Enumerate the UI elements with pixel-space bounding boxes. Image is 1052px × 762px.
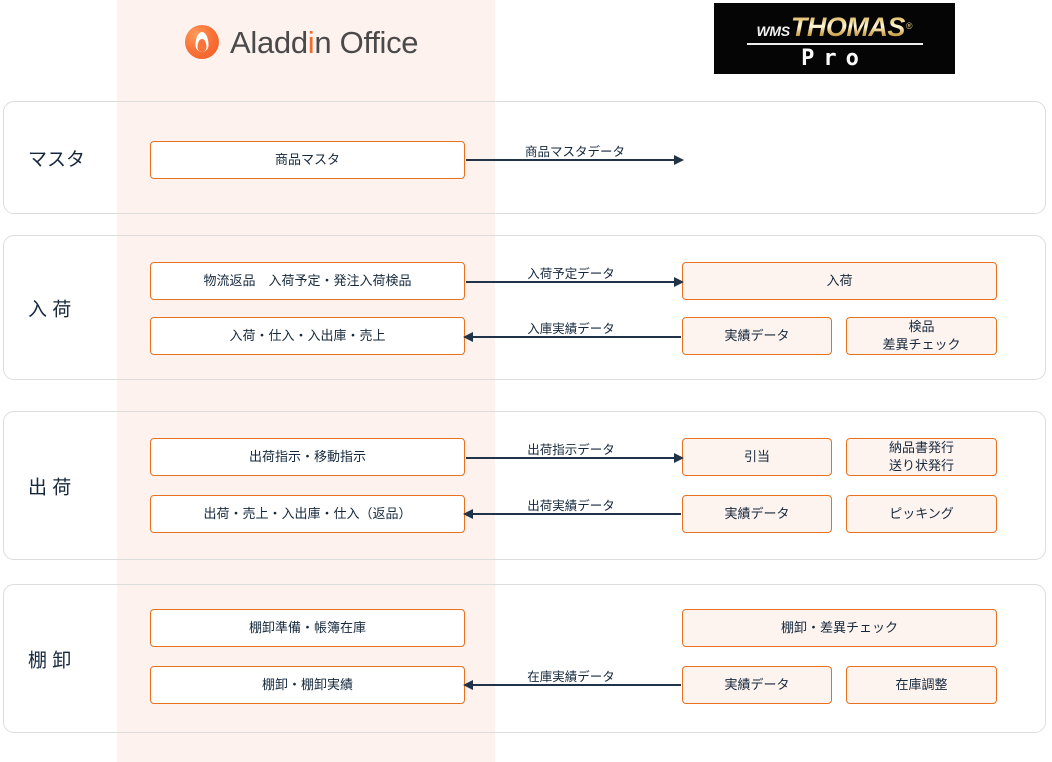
box-label: 棚卸・棚卸実績 <box>261 677 353 693</box>
data-flow-arrow-outbound-1 <box>466 453 684 463</box>
wms-box-stocktake-2: 実績データ <box>682 666 832 704</box>
aladdin-box-outbound-1: 出荷指示・移動指示 <box>150 438 465 476</box>
wms-box-outbound-4: ピッキング <box>846 495 997 533</box>
data-flow-label-outbound-2: 出荷実績データ <box>527 499 615 513</box>
wms-box-outbound-3: 実績データ <box>682 495 832 533</box>
wms-box-outbound-2: 納品書発行送り状発行 <box>846 438 997 476</box>
thomas-main-text: THOMAS <box>790 12 906 42</box>
wms-box-outbound-1: 引当 <box>682 438 832 476</box>
row-label-stocktake: 棚 卸 <box>28 650 72 671</box>
process-row-stocktake: 棚 卸 <box>3 584 1046 733</box>
data-flow-label-inbound-1: 入荷予定データ <box>527 267 615 281</box>
box-label: 実績データ <box>724 328 790 344</box>
aladdin-box-outbound-2: 出荷・売上・入出庫・仕入（返品） <box>150 495 465 533</box>
wms-box-inbound-3: 検品差異チェック <box>846 317 997 355</box>
box-label: 物流返品 入荷予定・発注入荷検品 <box>203 273 412 289</box>
data-flow-arrow-stocktake-1 <box>463 680 681 690</box>
data-flow-label-master-1: 商品マスタデータ <box>524 145 625 159</box>
thomas-pro-text: Pro <box>801 46 868 71</box>
box-label: 棚卸準備・帳簿在庫 <box>248 620 366 636</box>
process-row-inbound: 入 荷 <box>3 235 1046 380</box>
aladdin-box-inbound-1: 物流返品 入荷予定・発注入荷検品 <box>150 262 465 300</box>
process-row-master: マスタ <box>3 101 1046 214</box>
box-label: 在庫調整 <box>895 677 948 693</box>
wms-box-inbound-2: 実績データ <box>682 317 832 355</box>
box-label: 納品書発行送り状発行 <box>888 440 954 473</box>
box-label: 出荷・売上・入出庫・仕入（返品） <box>203 506 412 522</box>
aladdin-box-inbound-2: 入荷・仕入・入出庫・売上 <box>150 317 465 355</box>
wms-box-stocktake-3: 在庫調整 <box>846 666 997 704</box>
wms-box-inbound-1: 入荷 <box>682 262 997 300</box>
aladdin-word-part-i: i <box>307 24 315 60</box>
thomas-wms-text: WMS <box>756 23 791 39</box>
aladdin-word-part-a: Aladd <box>230 24 308 60</box>
aladdin-word-part-b: n Office <box>314 24 419 60</box>
data-flow-label-outbound-1: 出荷指示データ <box>527 443 615 457</box>
box-label: 商品マスタ <box>274 152 340 168</box>
data-flow-arrow-inbound-1 <box>466 277 684 287</box>
aladdin-flame-icon <box>185 25 219 59</box>
row-label-outbound: 出 荷 <box>28 477 72 498</box>
box-label: 引当 <box>743 449 770 465</box>
data-flow-arrow-master-1 <box>466 155 684 165</box>
registered-mark-icon: ® <box>905 21 913 31</box>
aladdin-box-stocktake-1: 棚卸準備・帳簿在庫 <box>150 609 465 647</box>
box-label: 棚卸・差異チェック <box>780 620 898 636</box>
box-label: ピッキング <box>889 506 954 522</box>
box-label: 実績データ <box>724 677 790 693</box>
box-label: 出荷指示・移動指示 <box>248 449 366 465</box>
data-flow-arrow-outbound-2 <box>463 509 681 519</box>
data-flow-label-inbound-2: 入庫実績データ <box>527 322 615 336</box>
data-flow-label-stocktake-1: 在庫実績データ <box>527 670 615 684</box>
wms-box-stocktake-1: 棚卸・差異チェック <box>682 609 997 647</box>
aladdin-box-master-1: 商品マスタ <box>150 141 465 179</box>
aladdin-box-stocktake-2: 棚卸・棚卸実績 <box>150 666 465 704</box>
aladdin-office-logo: Aladdin Office <box>185 20 419 64</box>
box-label: 入荷・仕入・入出庫・売上 <box>229 328 386 344</box>
row-label-inbound: 入 荷 <box>28 299 72 320</box>
data-flow-arrow-inbound-2 <box>463 332 681 342</box>
aladdin-office-wordmark: Aladdin Office <box>230 24 419 60</box>
process-row-outbound: 出 荷 <box>3 411 1046 560</box>
row-label-master: マスタ <box>28 149 86 170</box>
box-label: 入荷 <box>826 273 853 289</box>
thomas-divider <box>747 43 923 45</box>
box-label: 検品差異チェック <box>882 319 961 352</box>
box-label: 実績データ <box>724 506 790 522</box>
